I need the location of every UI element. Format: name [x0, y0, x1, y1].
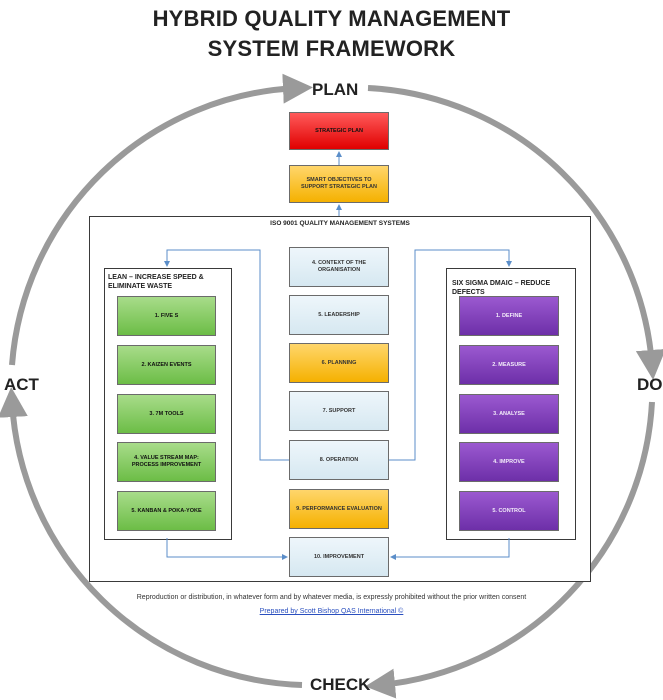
check-to-act-arrow — [0, 387, 303, 688]
act-label: ACT — [4, 375, 39, 394]
six-sigma-item-control: 5. CONTROL — [459, 491, 559, 531]
lean-item-kaizen-events: 2. KAIZEN EVENTS — [117, 345, 216, 385]
iso-item-support: 7. SUPPORT — [289, 391, 389, 431]
six-sigma-item-measure: 2. MEASURE — [459, 345, 559, 385]
strategic-plan-box: STRATEGIC PLAN — [289, 112, 389, 150]
lean-item-five-s: 1. FIVE S — [117, 296, 216, 336]
six-sigma-item-improve: 4. IMPROVE — [459, 442, 559, 482]
credit-link[interactable]: Prepared by Scott Bishop QAS Internation… — [259, 608, 404, 615]
plan-to-do-arrow — [367, 85, 663, 380]
lean-item-7m-tools: 3. 7M TOOLS — [117, 394, 216, 434]
iso-item-leadership: 5. LEADERSHIP — [289, 295, 389, 335]
iso-item-context: 4. CONTEXT OF THE ORGANISATION — [289, 247, 389, 287]
iso-item-operation: 8. OPERATION — [289, 440, 389, 480]
iso-item-performance-evaluation: 9. PERFORMANCE EVALUATION — [289, 489, 389, 529]
iso-title: ISO 9001 QUALITY MANAGEMENT SYSTEMS — [270, 220, 410, 227]
do-label: DO — [637, 375, 663, 394]
do-to-check-arrow — [365, 401, 655, 699]
lean-title: LEAN – INCREASE SPEED & ELIMINATE WASTE — [108, 274, 204, 290]
plan-label: PLAN — [312, 80, 359, 99]
title-line-2: SYSTEM FRAMEWORK — [207, 36, 456, 61]
act-to-plan-arrow — [9, 73, 313, 366]
copyright-notice: Reproduction or distribution, in whateve… — [136, 594, 527, 601]
title-line-1: HYBRID QUALITY MANAGEMENT — [152, 6, 511, 31]
check-label: CHECK — [310, 675, 371, 694]
six-sigma-title: SIX SIGMA DMAIC – REDUCE DEFECTS — [452, 280, 551, 296]
iso-item-improvement: 10. IMPROVEMENT — [289, 537, 389, 577]
smart-objectives-box: SMART OBJECTIVES TO SUPPORT STRATEGIC PL… — [289, 165, 389, 203]
lean-item-value-stream-map: 4. VALUE STREAM MAP: PROCESS IMPROVEMENT — [117, 442, 216, 482]
iso-item-planning: 6. PLANNING — [289, 343, 389, 383]
six-sigma-item-define: 1. DEFINE — [459, 296, 559, 336]
six-sigma-item-analyse: 3. ANALYSE — [459, 394, 559, 434]
lean-item-kanban-poka-yoke: 5. KANBAN & POKA-YOKE — [117, 491, 216, 531]
